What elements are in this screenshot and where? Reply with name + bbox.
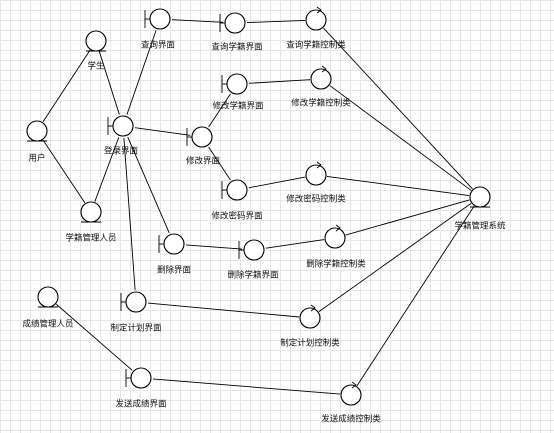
node-label: 学籍管理系统 bbox=[454, 221, 506, 232]
node-label: 学籍管理人员 bbox=[65, 233, 116, 244]
node-label: 发送成绩界面 bbox=[115, 399, 167, 410]
entity-node-system[interactable]: 学籍管理系统 bbox=[454, 186, 506, 232]
connector-edit_pwd_ui-edit_pwd_ctrl bbox=[248, 176, 306, 189]
boundary-icon bbox=[221, 73, 248, 95]
node-label: 删除学籍控制类 bbox=[306, 259, 366, 270]
control-icon bbox=[299, 304, 321, 329]
boundary-node-edit-ui[interactable]: 修改界面 bbox=[186, 126, 221, 167]
node-label: 制定计划控制类 bbox=[280, 338, 340, 349]
connector-plan_ui-plan_ctrl bbox=[147, 302, 300, 318]
connector-user-admin bbox=[42, 139, 86, 204]
boundary-icon bbox=[186, 126, 213, 148]
connector-lines bbox=[42, 19, 475, 395]
connector-delete_record_ctrl-system bbox=[345, 199, 470, 236]
entity-icon bbox=[85, 30, 107, 52]
entity-node-user[interactable]: 用户 bbox=[26, 120, 48, 164]
control-icon bbox=[305, 161, 327, 186]
boundary-node-edit-record-ui[interactable]: 修改学籍界面 bbox=[212, 73, 264, 112]
connector-send_grade_ui-send_grade_ctrl bbox=[152, 378, 341, 395]
boundary-icon bbox=[144, 8, 171, 30]
entity-icon bbox=[37, 286, 59, 308]
control-node-query-record-ctrl[interactable]: 查询学籍控制类 bbox=[286, 6, 346, 51]
boundary-node-send-grade-ui[interactable]: 发送成绩界面 bbox=[115, 367, 167, 410]
boundary-node-edit-pwd-ui[interactable]: 修改密码界面 bbox=[211, 179, 263, 222]
connector-delete_ui-delete_record_ui bbox=[185, 244, 243, 250]
control-icon bbox=[340, 381, 362, 406]
connector-edit_pwd_ctrl-system bbox=[326, 176, 470, 196]
node-label: 用户 bbox=[28, 153, 45, 164]
node-label: 修改学籍界面 bbox=[212, 101, 264, 112]
node-label: 发送成绩控制类 bbox=[321, 414, 381, 425]
node-label: 制定计划界面 bbox=[110, 323, 162, 334]
connector-login_ui-query_ui bbox=[126, 30, 157, 115]
node-label: 删除界面 bbox=[157, 265, 192, 276]
connector-query_ui-query_record_ui bbox=[171, 19, 224, 23]
boundary-node-login-ui[interactable]: 登录界面 bbox=[104, 115, 139, 157]
node-label: 修改密码控制类 bbox=[286, 194, 346, 205]
connector-edit_ui-edit_record_ui bbox=[208, 93, 231, 128]
node-label: 学生 bbox=[87, 61, 105, 72]
node-label: 查询学籍控制类 bbox=[286, 40, 346, 51]
boundary-icon bbox=[125, 367, 152, 389]
connector-edit_ui-edit_pwd_ui bbox=[208, 146, 231, 181]
node-label: 修改界面 bbox=[186, 156, 221, 167]
node-label: 删除学籍界面 bbox=[227, 270, 279, 281]
boundary-icon bbox=[221, 179, 248, 201]
entity-node-grade-admin[interactable]: 成绩管理人员 bbox=[22, 286, 74, 330]
control-icon bbox=[310, 65, 332, 90]
boundary-icon bbox=[120, 291, 147, 313]
node-label: 成绩管理人员 bbox=[22, 319, 73, 330]
control-node-edit-record-ctrl[interactable]: 修改学籍控制类 bbox=[291, 65, 351, 109]
connector-send_grade_ctrl-system bbox=[356, 205, 475, 387]
connector-edit_record_ui-edit_record_ctrl bbox=[248, 79, 311, 84]
connector-login_ui-plan_ui bbox=[123, 137, 136, 291]
connector-edit_record_ctrl-system bbox=[329, 85, 472, 191]
connector-student-user bbox=[42, 49, 91, 123]
control-icon bbox=[305, 6, 327, 31]
boundary-node-query-ui[interactable]: 查询界面 bbox=[141, 8, 176, 51]
boundary-node-delete-record-ui[interactable]: 删除学籍界面 bbox=[227, 239, 279, 281]
connector-student-login_ui bbox=[98, 51, 120, 115]
boundary-icon bbox=[219, 12, 246, 34]
boundary-icon bbox=[238, 239, 265, 261]
connector-grade_admin-send_grade_ui bbox=[55, 303, 133, 371]
connector-query_record_ctrl-system bbox=[323, 27, 473, 190]
node-label: 修改密码界面 bbox=[211, 211, 263, 222]
connector-login_ui-delete_ui bbox=[127, 136, 170, 234]
boundary-node-query-record-ui[interactable]: 查询学籍界面 bbox=[211, 12, 263, 53]
node-label: 查询学籍界面 bbox=[211, 42, 263, 53]
connector-delete_record_ui-delete_record_ctrl bbox=[265, 239, 325, 249]
node-label: 登录界面 bbox=[104, 146, 139, 157]
connector-plan_ctrl-system bbox=[318, 203, 472, 312]
boundary-node-plan-ui[interactable]: 制定计划界面 bbox=[110, 291, 162, 334]
entity-node-student[interactable]: 学生 bbox=[85, 30, 107, 72]
control-node-edit-pwd-ctrl[interactable]: 修改密码控制类 bbox=[286, 161, 346, 205]
entity-icon bbox=[469, 186, 491, 208]
control-node-delete-record-ctrl[interactable]: 删除学籍控制类 bbox=[306, 224, 366, 270]
connector-login_ui-edit_ui bbox=[134, 127, 191, 136]
control-node-plan-ctrl[interactable]: 制定计划控制类 bbox=[280, 304, 340, 349]
node-label: 查询界面 bbox=[141, 40, 176, 51]
connector-login_ui-admin bbox=[94, 137, 120, 202]
entity-icon bbox=[26, 120, 48, 142]
entity-icon bbox=[80, 201, 102, 223]
entity-node-admin[interactable]: 学籍管理人员 bbox=[65, 201, 117, 244]
boundary-node-delete-ui[interactable]: 删除界面 bbox=[157, 233, 192, 276]
control-icon bbox=[324, 224, 346, 249]
node-label: 修改学籍控制类 bbox=[291, 98, 351, 109]
connector-query_record_ui-query_record_ctrl bbox=[246, 19, 306, 24]
control-node-send-grade-ctrl[interactable]: 发送成绩控制类 bbox=[321, 381, 381, 425]
boundary-icon bbox=[158, 233, 185, 255]
boundary-icon bbox=[107, 115, 134, 137]
